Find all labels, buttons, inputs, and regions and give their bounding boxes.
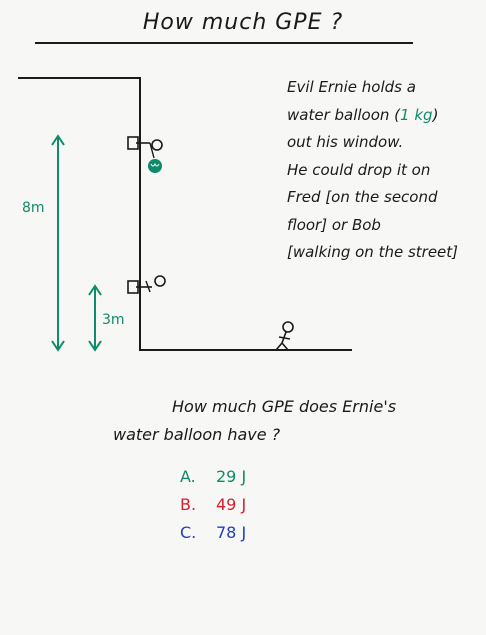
story-line: floor] or Bob xyxy=(287,215,381,234)
fred-figure xyxy=(127,275,166,294)
story-line: out his window. xyxy=(287,133,404,151)
story-line: water balloon (1 kg) xyxy=(287,105,439,124)
answer-letter: A. xyxy=(180,467,196,486)
question-line: water balloon have ? xyxy=(113,425,281,444)
height-arrow-8m xyxy=(51,134,65,352)
answer-option-a[interactable]: A. 29 J xyxy=(180,463,246,491)
bob-figure xyxy=(275,321,294,351)
mass-value: 1 kg xyxy=(400,105,433,124)
height-arrow-3m xyxy=(88,284,102,352)
story-line: He could drop it on xyxy=(287,160,431,179)
story-line: [walking on the street] xyxy=(287,243,459,261)
story-line: Fred [on the second xyxy=(287,188,438,206)
answer-value: 29 J xyxy=(216,467,247,486)
page-title: How much GPE ? xyxy=(142,10,344,35)
answer-letter: C. xyxy=(180,523,197,542)
story-line: Evil Ernie holds a xyxy=(287,78,416,96)
answer-option-b[interactable]: B. 49 J xyxy=(180,491,246,519)
ernie-figure xyxy=(127,136,163,159)
question-line: How much GPE does Ernie's xyxy=(172,397,397,416)
answer-options: A. 29 J B. 49 J C. 78 J xyxy=(180,463,246,547)
title-underline xyxy=(35,42,413,44)
label-8m: 8m xyxy=(22,200,45,216)
answer-value: 78 J xyxy=(216,523,247,542)
answer-option-c[interactable]: C. 78 J xyxy=(180,519,246,547)
answer-value: 49 J xyxy=(216,495,247,514)
scenario-text: Evil Ernie holds a water balloon (1 kg) … xyxy=(287,74,477,267)
label-3m: 3m xyxy=(102,312,125,328)
water-balloon xyxy=(148,159,162,173)
answer-letter: B. xyxy=(180,495,197,514)
